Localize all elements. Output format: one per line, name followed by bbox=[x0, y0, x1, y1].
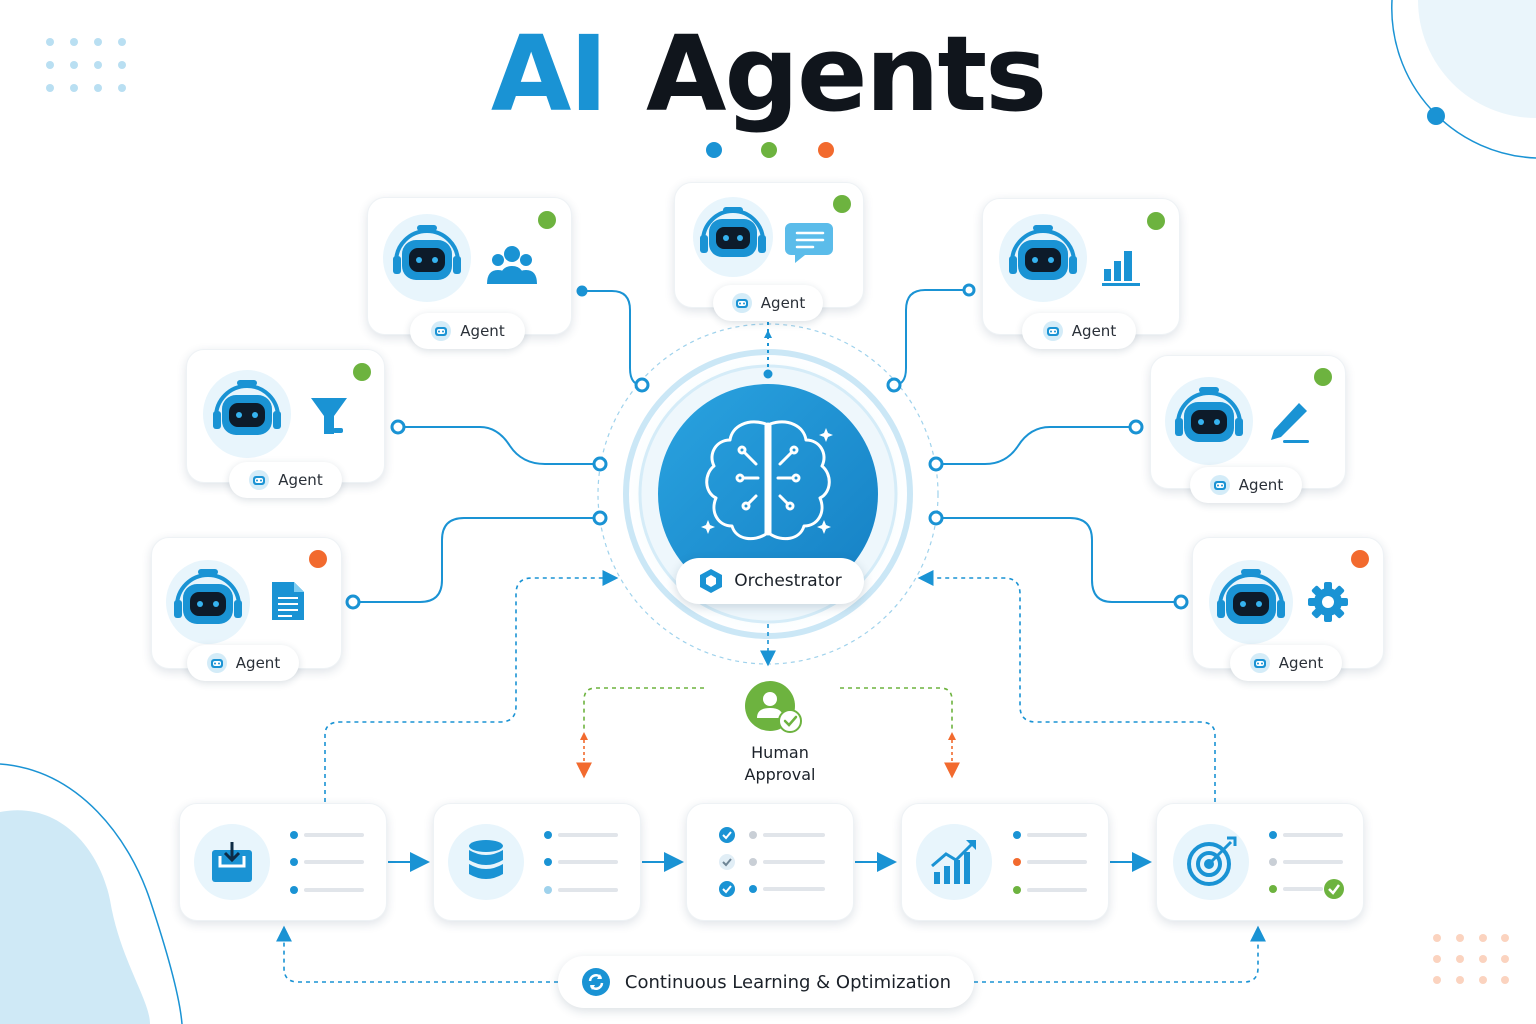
brain-circuit-icon bbox=[705, 420, 831, 541]
decor-blob-bottom-left bbox=[0, 763, 183, 1024]
agent-card-art bbox=[693, 195, 851, 277]
agent-label: Agent bbox=[1238, 476, 1284, 494]
agent-mini-icon bbox=[731, 293, 752, 313]
pipeline-card-input[interactable] bbox=[179, 803, 387, 921]
human-approval-line1: Human bbox=[751, 743, 809, 762]
agent-pill-3[interactable]: Agent bbox=[1022, 313, 1136, 349]
human-approval-card[interactable] bbox=[720, 668, 824, 742]
loop-dashed-line bbox=[276, 925, 1266, 983]
agent-card-art bbox=[203, 363, 371, 458]
pipeline-card-art bbox=[916, 824, 1087, 900]
agent-card-art bbox=[383, 211, 556, 302]
status-dot-green bbox=[1314, 368, 1332, 386]
title-agents: Agents bbox=[646, 13, 1047, 135]
decor-dot-grid bbox=[46, 38, 126, 92]
agent-mini-icon bbox=[249, 470, 270, 490]
inbox-download-icon bbox=[212, 842, 252, 882]
robot-icon bbox=[1009, 225, 1077, 280]
agent-mini-icon bbox=[1249, 653, 1270, 673]
status-dot-green bbox=[538, 211, 556, 229]
pipeline-card-art bbox=[1173, 824, 1344, 900]
feedback-dashed-lines bbox=[324, 570, 1216, 802]
status-dot-green bbox=[833, 195, 851, 213]
agent-label: Agent bbox=[1071, 322, 1117, 340]
list-lines bbox=[1269, 831, 1344, 899]
agent-pill-1[interactable]: Agent bbox=[410, 313, 525, 349]
decor-arc-top-right bbox=[1391, 0, 1536, 159]
agent-pill-7[interactable]: Agent bbox=[1230, 645, 1342, 681]
agent-card-art bbox=[999, 212, 1165, 302]
agent-label: Agent bbox=[1278, 654, 1324, 672]
agent-card-pencil[interactable] bbox=[1150, 355, 1346, 489]
connector-nodes bbox=[345, 283, 1189, 610]
agent-pill-6[interactable]: Agent bbox=[187, 645, 299, 681]
page-title: AI Agents bbox=[0, 14, 1536, 134]
database-icon bbox=[469, 840, 503, 879]
filter-icon bbox=[311, 398, 347, 434]
hexagon-icon bbox=[700, 569, 723, 593]
robot-icon bbox=[174, 569, 242, 624]
title-ai: AI bbox=[490, 13, 608, 135]
users-icon bbox=[487, 246, 537, 284]
agent-mini-icon bbox=[206, 653, 227, 673]
approval-arrowheads-up bbox=[580, 732, 956, 740]
pipeline-card-art bbox=[448, 824, 618, 900]
growth-chart-icon bbox=[931, 840, 976, 884]
agent-card-users[interactable] bbox=[367, 197, 572, 335]
document-icon bbox=[272, 582, 304, 620]
agent-card-art bbox=[166, 550, 327, 644]
agent-pill-2[interactable]: Agent bbox=[713, 285, 823, 321]
status-dot-orange bbox=[1351, 550, 1369, 568]
orchestrator-label: Orchestrator bbox=[734, 571, 842, 591]
list-lines bbox=[290, 831, 364, 894]
title-dots bbox=[706, 142, 834, 158]
pipeline-card-growth[interactable] bbox=[901, 803, 1109, 921]
agent-pill-4[interactable]: Agent bbox=[229, 462, 342, 498]
status-dot-orange bbox=[309, 550, 327, 568]
continuous-learning-button[interactable]: Continuous Learning & Optimization bbox=[558, 956, 974, 1008]
target-icon bbox=[1187, 836, 1237, 886]
pipeline-card-art bbox=[194, 824, 364, 900]
success-check-icon bbox=[1324, 879, 1344, 899]
robot-icon bbox=[1217, 569, 1285, 624]
pipeline-card-database[interactable] bbox=[433, 803, 641, 921]
human-approval-line2: Approval bbox=[744, 765, 816, 784]
human-approval-text: Human Approval bbox=[700, 742, 860, 786]
decor-dot-grid-orange bbox=[1433, 934, 1509, 984]
refresh-icon bbox=[581, 968, 610, 996]
chat-icon bbox=[785, 223, 833, 263]
agent-label: Agent bbox=[460, 322, 505, 340]
checklist-icon bbox=[719, 827, 825, 897]
pencil-icon bbox=[1271, 403, 1309, 443]
agent-card-art bbox=[1165, 368, 1332, 465]
agent-card-art bbox=[1209, 550, 1369, 644]
robot-icon bbox=[1175, 387, 1243, 442]
agent-pill-5[interactable]: Agent bbox=[1190, 467, 1302, 503]
gear-icon bbox=[1308, 582, 1348, 622]
agent-card-bar-chart[interactable] bbox=[982, 198, 1180, 335]
sparkle-icons bbox=[701, 428, 833, 534]
continuous-learning-label: Continuous Learning & Optimization bbox=[624, 971, 952, 993]
agent-label: Agent bbox=[235, 654, 281, 672]
list-lines bbox=[544, 831, 618, 894]
agent-label: Agent bbox=[760, 294, 806, 312]
approval-arrows bbox=[576, 740, 960, 779]
bar-chart-icon bbox=[1102, 251, 1140, 286]
agent-mini-icon bbox=[1042, 321, 1063, 341]
arrow-up-top-agent bbox=[764, 330, 772, 338]
robot-icon bbox=[700, 207, 766, 257]
agent-card-filter[interactable] bbox=[186, 349, 385, 483]
agent-label: Agent bbox=[278, 471, 323, 489]
status-dot-green bbox=[353, 363, 371, 381]
robot-icon bbox=[213, 380, 281, 435]
user-check-icon bbox=[745, 681, 802, 733]
status-dot-green bbox=[1147, 212, 1165, 230]
pipeline-card-checklist[interactable] bbox=[686, 803, 854, 921]
robot-icon bbox=[393, 225, 461, 280]
agent-mini-icon bbox=[431, 321, 452, 341]
agent-mini-icon bbox=[1209, 475, 1230, 495]
pipeline-card-target[interactable] bbox=[1156, 803, 1364, 921]
orchestrator-button[interactable]: Orchestrator bbox=[676, 558, 864, 604]
list-lines bbox=[1013, 831, 1087, 894]
